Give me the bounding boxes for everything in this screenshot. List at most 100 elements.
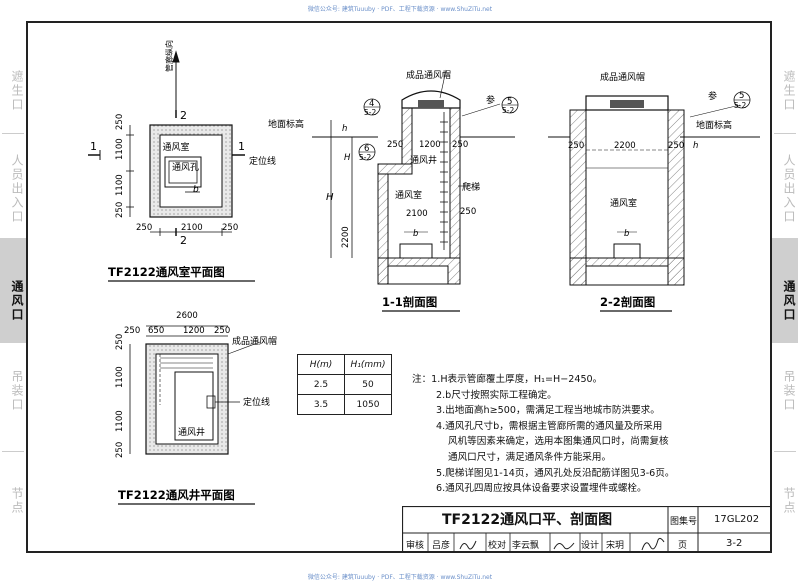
plan1-dim-bottom-1: 2100 <box>181 223 203 233</box>
plan2-well-label: 通风井 <box>178 426 205 438</box>
sec1-ref-label: 参 <box>486 94 495 106</box>
sec1-ref2-num: 4 <box>369 99 374 109</box>
tab-left-2[interactable]: 通风口 <box>0 238 26 343</box>
sec2-cap-label: 成品通风帽 <box>600 71 645 83</box>
sec1-dim-0: 250 <box>387 140 403 150</box>
sec1-dim-1: 1200 <box>419 140 441 150</box>
sec1-room-label: 通风室 <box>395 189 422 201</box>
plan2-dim-left-2: 1100 <box>115 410 125 432</box>
sec1-dim-3: 2100 <box>406 209 428 219</box>
plan1-room-label: 通风室 <box>162 141 189 153</box>
plan2-dim-left-3: 250 <box>115 442 125 458</box>
h-table-cell: 1050 <box>344 394 392 415</box>
tab-left-4[interactable]: 节点 <box>10 487 24 515</box>
sec1-h-label: h <box>342 124 347 134</box>
plan1-drawing <box>88 50 245 236</box>
sec1-H1-label: H <box>344 153 351 163</box>
plan2-cap-label: 成品通风帽 <box>232 335 277 347</box>
plan1-dim-left-0: 250 <box>115 114 125 130</box>
page-label: 页 <box>678 541 688 551</box>
right-tab-strip: 遮生口 人员出入口 通风口 吊装口 节点 <box>772 21 798 553</box>
sec1-b-label: b <box>413 229 418 239</box>
h-table: H(m) H₁(mm) 2.5 50 3.5 1050 <box>297 354 392 415</box>
plan1-b-label: b <box>193 185 199 195</box>
plan2-dim-left-0: 250 <box>115 334 125 350</box>
section1-drawing <box>312 69 519 285</box>
plan2-title: TF2122通风井平面图 <box>118 488 235 502</box>
note-line: 风机等因素来确定，选用本图集通风口时，尚需复核 <box>448 436 669 448</box>
sec1-dim-2: 250 <box>452 140 468 150</box>
table-row: 3.5 1050 <box>297 394 392 415</box>
plan1-dim-left-2: 1100 <box>115 174 125 196</box>
review-label: 审核 <box>406 541 425 551</box>
plan2-drawing <box>129 325 261 455</box>
tab-left-3[interactable]: 吊装口 <box>10 370 24 412</box>
checker-name: 李云飘 <box>512 541 540 551</box>
section2-drawing <box>548 91 760 286</box>
plan1-locate-label: 定位线 <box>249 155 276 167</box>
plan1-sec1-left: 1 <box>90 140 97 153</box>
tab-right-4[interactable]: 节点 <box>782 487 796 515</box>
sec1-ref3-sheet: 5-2 <box>359 153 371 162</box>
tab-left-1[interactable]: 人员出入口 <box>10 153 24 224</box>
sec2-title: 2-2剖面图 <box>600 295 655 309</box>
title-block: TF2122通风口平、剖面图 图集号 17GL202 审核 吕彦 校对 李云飘 … <box>402 506 772 553</box>
tab-right-1[interactable]: 人员出入口 <box>782 153 796 224</box>
note-line: 4.通风孔尺寸b，需根据主管廊所需的通风量及所采用 <box>436 420 663 432</box>
sec1-H-label: H <box>326 192 334 203</box>
sec2-ref-num: 5 <box>739 91 744 101</box>
left-tab-strip: 遮生口 人员出入口 通风口 吊装口 节点 <box>0 21 26 553</box>
plan1-sec2-top: 2 <box>180 109 187 122</box>
plan1-sec2-bottom: 2 <box>180 234 187 247</box>
tab-left-0[interactable]: 遮生口 <box>10 70 24 112</box>
note-line: 6.通风孔四周应按具体设备要求设置埋件或螺栓。 <box>436 483 647 495</box>
note-line: 通风口尺寸，满足通风条件方能采用。 <box>448 451 612 463</box>
plan2-dim-left-1: 1100 <box>115 366 125 388</box>
plan2-dim-top-3: 250 <box>214 326 230 336</box>
watermark-top: 微信公众号: 建筑Tuuuby · PDF、工程下载资源 · www.ShuZi… <box>307 6 493 13</box>
sec1-ground-label: 地面标高 <box>268 118 304 130</box>
tab-right-2[interactable]: 通风口 <box>772 238 798 343</box>
plan2-dim-top-1: 650 <box>148 326 164 336</box>
title-block-frame <box>402 506 772 553</box>
sec1-dim-4: 2200 <box>341 226 351 248</box>
plan1-dim-left-1: 1100 <box>115 138 125 160</box>
plan2-locate-label: 定位线 <box>243 396 270 408</box>
h-table-cell: 3.5 <box>297 394 345 415</box>
notes-block: 注：1.H表示管廊覆土厚度，H₁=H−2450。 2.b尺寸按照实际工程确定。 … <box>412 372 742 497</box>
plan1-dim-left-3: 250 <box>115 202 125 218</box>
h-table-head-0: H(m) <box>297 354 345 375</box>
tab-right-0[interactable]: 遮生口 <box>782 70 796 112</box>
plan1-hole-label: 通风孔 <box>172 162 199 173</box>
table-row: 2.5 50 <box>297 374 392 395</box>
plan1-title: TF2122通风室平面图 <box>108 265 225 279</box>
plan1-sec1-right: 1 <box>238 140 245 153</box>
plan2-dim-top-0: 250 <box>124 326 140 336</box>
reviewer-name: 吕彦 <box>432 541 451 551</box>
plan2-dim-top-2: 1200 <box>183 326 205 336</box>
sec2-ground-label: 地面标高 <box>696 119 732 131</box>
atlas-label: 图集号 <box>670 517 698 527</box>
sec1-dim-5: 250 <box>460 207 476 217</box>
h-table-cell: 2.5 <box>297 374 345 395</box>
plan1-north-label: 管廊纵向 <box>164 40 174 72</box>
note-line: 注：1.H表示管廊覆土厚度，H₁=H−2450。 <box>412 374 603 385</box>
h-table-head-1: H₁(mm) <box>344 354 392 375</box>
sec1-ref-sheet: 5-2 <box>502 106 514 115</box>
plan1-dim-bottom-2: 250 <box>222 223 238 233</box>
sec1-ladder-label: 爬梯 <box>462 181 480 193</box>
atlas-number: 17GL202 <box>714 514 760 525</box>
designer-name: 宋玥 <box>606 541 625 551</box>
sec1-well-label: 通风井 <box>410 154 437 166</box>
sec2-dim-1: 2200 <box>614 141 636 151</box>
tab-right-3[interactable]: 吊装口 <box>782 370 796 412</box>
page-number: 3-2 <box>726 538 743 549</box>
sec1-title: 1-1剖面图 <box>382 295 437 309</box>
h-table-cell: 50 <box>344 374 392 395</box>
design-label: 设计 <box>581 541 600 551</box>
sec2-dim-0: 250 <box>568 141 584 151</box>
sec1-ref2-sheet: 5-2 <box>364 108 376 117</box>
sec1-cap-label: 成品通风帽 <box>406 69 451 81</box>
drawing-title: TF2122通风口平、剖面图 <box>442 512 613 528</box>
